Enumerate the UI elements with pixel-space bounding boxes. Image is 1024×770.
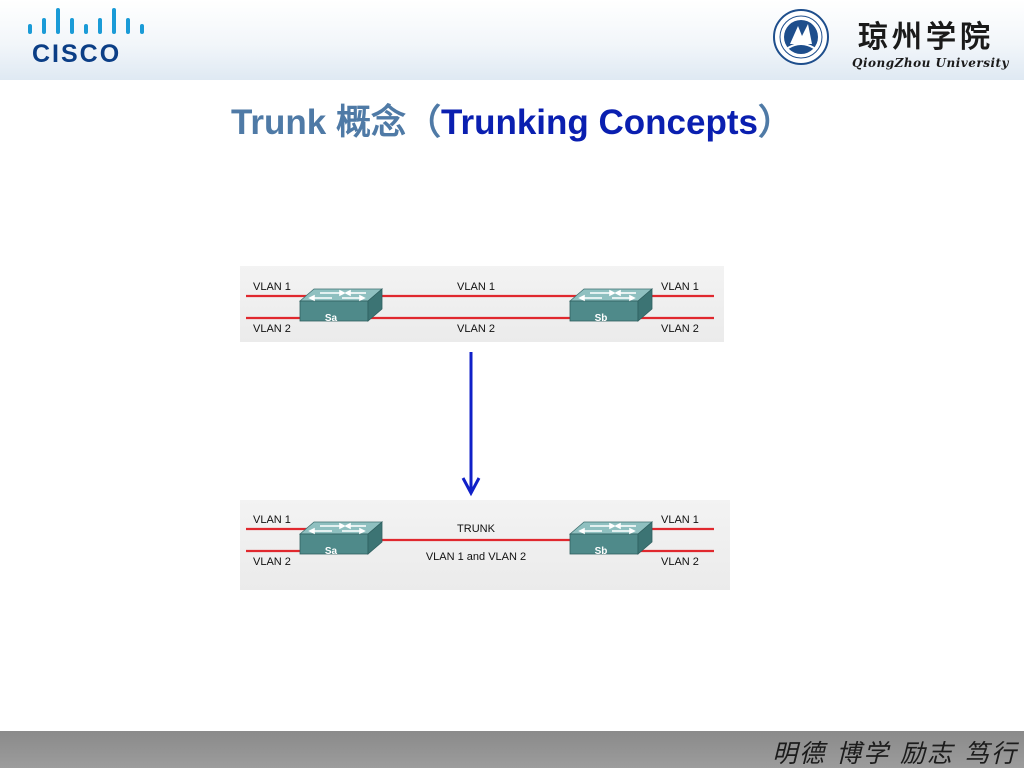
- top-switch-sb-label: Sb: [595, 313, 608, 324]
- title-english: Trunking Concepts: [441, 103, 758, 142]
- switch-sa-top: [299, 288, 383, 322]
- header-bar: CISCO 琼州学院 QiongZhou University: [0, 0, 1024, 80]
- top-mid-vlan2-label: VLAN 2: [457, 323, 495, 335]
- university-emblem-icon: [773, 9, 829, 65]
- trunk-vlans-label: VLAN 1 and VLAN 2: [426, 551, 526, 563]
- top-right-vlan1-label: VLAN 1: [661, 281, 699, 293]
- bottom-left-vlan2-label: VLAN 2: [253, 556, 291, 568]
- cisco-bars-icon: [28, 8, 144, 34]
- trunk-label: TRUNK: [457, 523, 496, 535]
- switch-sb-bottom: [569, 521, 653, 555]
- cisco-logo-text: CISCO: [32, 40, 122, 68]
- title-suffix: ）: [757, 103, 793, 142]
- top-mid-vlan1-label: VLAN 1: [457, 281, 495, 293]
- footer-bar: 明德 博学 励志 笃行: [0, 731, 1024, 768]
- university-name-chinese: 琼州学院: [858, 20, 994, 55]
- title-prefix: Trunk 概念（: [230, 103, 442, 142]
- bottom-left-vlan1-label: VLAN 1: [253, 514, 291, 526]
- top-left-vlan2-label: VLAN 2: [253, 323, 291, 335]
- bottom-switch-sb-label: Sb: [595, 546, 608, 557]
- page-title: Trunk 概念（Trunking Concepts）: [0, 94, 1024, 145]
- bottom-right-vlan2-label: VLAN 2: [661, 556, 699, 568]
- switch-sa-bottom: [299, 521, 383, 555]
- bottom-right-vlan1-label: VLAN 1: [661, 514, 699, 526]
- top-left-vlan1-label: VLAN 1: [253, 281, 291, 293]
- top-right-vlan2-label: VLAN 2: [661, 323, 699, 335]
- bottom-switch-sa-label: Sa: [325, 546, 338, 557]
- university-name-english: QiongZhou University: [852, 56, 1010, 70]
- top-switch-sa-label: Sa: [325, 313, 338, 324]
- transform-arrow-head-icon: [461, 477, 481, 497]
- switch-sb-top: [569, 288, 653, 322]
- university-motto: 明德 博学 励志 笃行: [772, 739, 1018, 768]
